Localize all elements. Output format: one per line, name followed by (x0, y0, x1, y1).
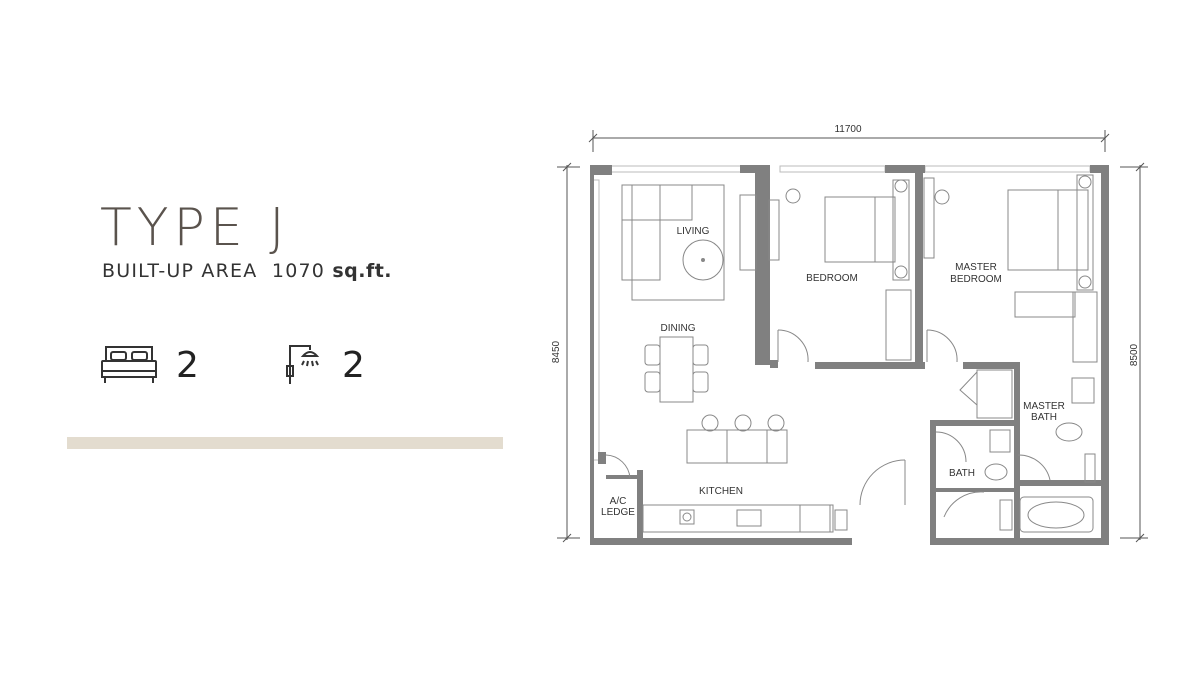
accent-divider (67, 437, 503, 449)
room-labels: LIVING DINING BEDROOM MASTER BEDROOM KIT… (601, 226, 1065, 518)
bathroom-count: 2 (284, 340, 365, 390)
dimension-width: 11700 (834, 124, 862, 135)
label-dining: DINING (661, 323, 696, 334)
walls (590, 165, 1109, 545)
furniture (605, 174, 1098, 533)
bathroom-count-value: 2 (342, 344, 365, 386)
area-value: 1070 (271, 260, 326, 282)
dimension-left-height: 8450 (551, 340, 562, 363)
shower-icon (284, 340, 324, 391)
bedroom-count: 2 (100, 340, 199, 390)
unit-info-panel: TYPE J BUILT-UP AREA 1070 sq.ft. 2 (0, 0, 520, 675)
dimension-right-height: 8500 (1129, 343, 1140, 366)
area-unit: sq.ft. (332, 260, 393, 282)
bedroom-count-value: 2 (176, 344, 199, 386)
dimension-lines (557, 130, 1148, 543)
built-up-area: BUILT-UP AREA 1070 sq.ft. (102, 258, 392, 284)
unit-type-title: TYPE J (100, 198, 290, 258)
label-ac-ledge-2: LEDGE (601, 507, 635, 518)
bed-icon (100, 341, 158, 390)
label-ac-ledge-1: A/C (610, 496, 627, 507)
floor-plan: 11700 8450 8500 (550, 115, 1170, 560)
label-master-bedroom-2: BEDROOM (950, 274, 1002, 285)
label-living: LIVING (677, 226, 710, 237)
label-bath: BATH (949, 468, 975, 479)
label-master-bath-2: BATH (1031, 412, 1057, 423)
label-master-bath-1: MASTER (1023, 401, 1065, 412)
area-label: BUILT-UP AREA (102, 260, 258, 282)
label-kitchen: KITCHEN (699, 486, 743, 497)
label-master-bedroom-1: MASTER (955, 262, 997, 273)
label-bedroom: BEDROOM (806, 273, 858, 284)
